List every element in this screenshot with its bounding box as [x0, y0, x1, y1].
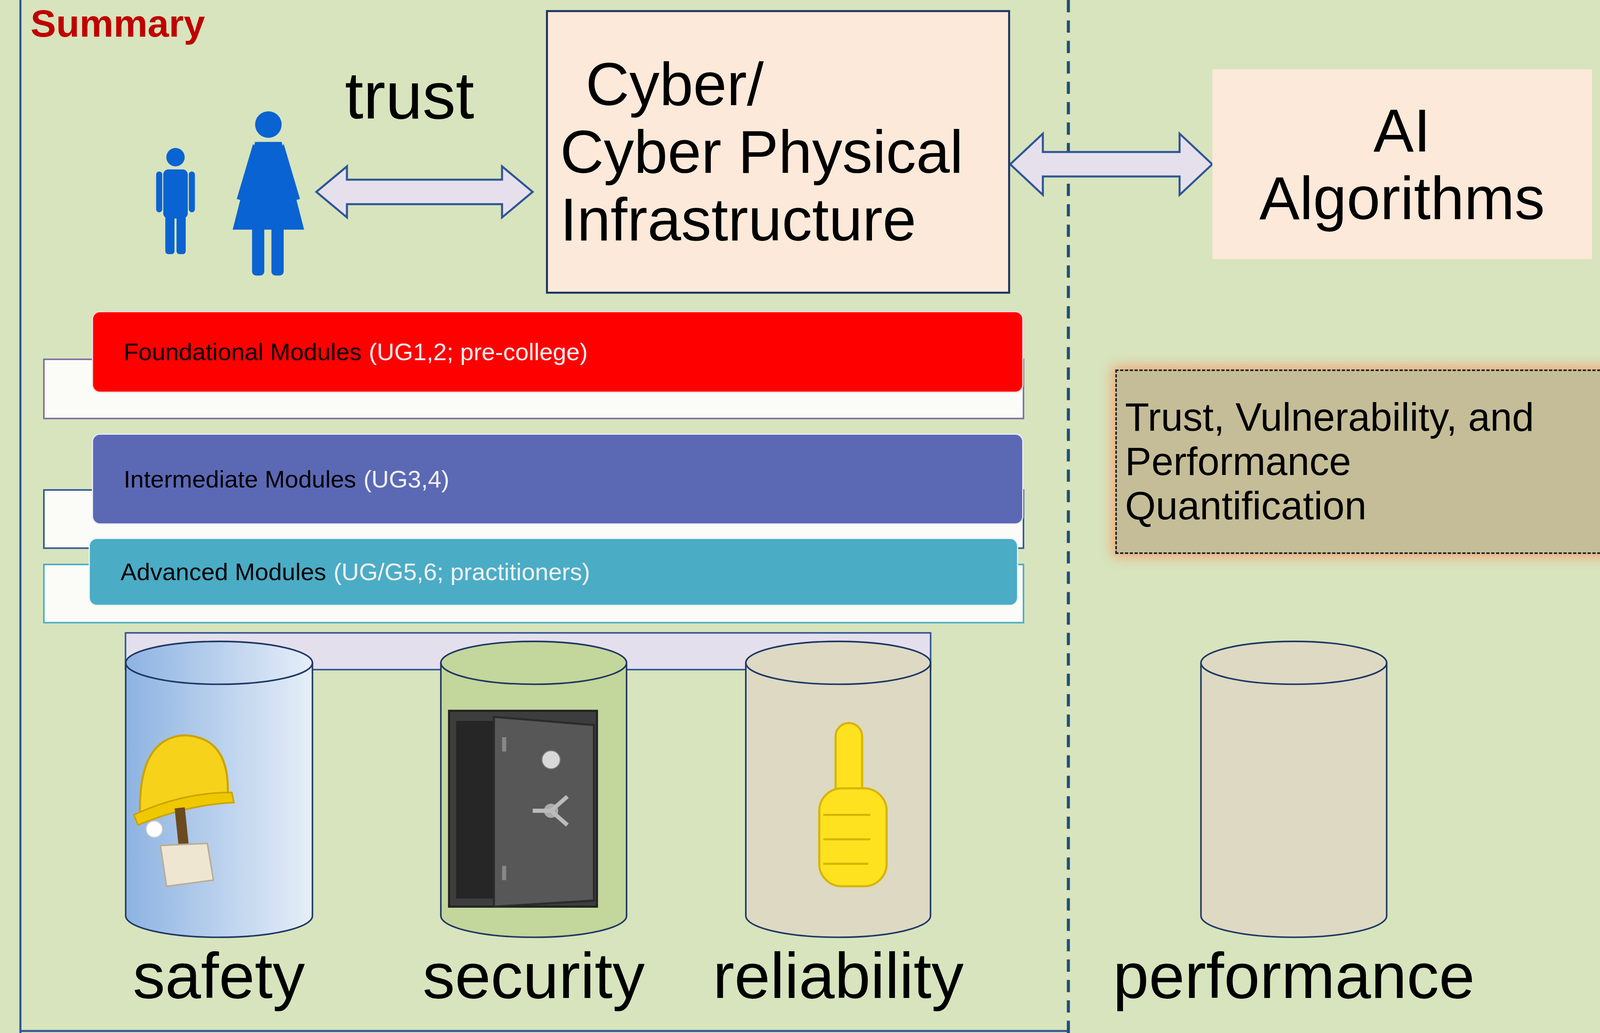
cylinder-body [1201, 641, 1387, 938]
panel-frame [20, 0, 1069, 1033]
cylinder-top [440, 641, 627, 685]
box-label: AI Algorithms [1259, 96, 1545, 233]
person-icons-part [155, 171, 162, 213]
module-band: Advanced Modules(UG/G5,6; practitioners) [88, 537, 1019, 607]
pillar-icon-part [551, 796, 568, 811]
cylinder-body [125, 641, 313, 938]
trust-arrow-part [316, 166, 533, 218]
text-line: Infrastructure [560, 185, 917, 254]
module-band: Intermediate Modules(UG3,4) [91, 433, 1024, 525]
text-line: Trust, Vulnerability, and [1124, 395, 1534, 440]
cylinder-shape [708, 640, 968, 941]
module-band: Foundational Modules(UG1,2; pre-college) [91, 311, 1024, 393]
module-backing [43, 359, 1024, 623]
panel-frame-part [20, 1029, 1068, 1032]
pillar-label: safety [123, 940, 315, 1012]
pillar-icon-part [541, 750, 561, 770]
safety-pillar: safety [123, 640, 315, 1012]
text-line: Quantification [1124, 483, 1367, 529]
text-line: Cyber Physical [560, 118, 963, 186]
box-label: Cyber/ Cyber Physical Infrastructure [560, 50, 963, 254]
module-name: Advanced Modules [120, 558, 326, 586]
text-line: Cyber/ [560, 50, 764, 119]
cylinder-shape [418, 640, 649, 941]
box-label: Trust, Vulnerability, and Performance Qu… [1124, 395, 1534, 528]
pillar-icon-part [532, 809, 552, 814]
cylinder-shape [1108, 640, 1479, 941]
reliability-pillar: reliability [708, 640, 968, 1012]
module-name: Intermediate Modules [123, 465, 357, 494]
security-pillar: security [418, 640, 649, 1012]
pillar-icon-part [160, 843, 214, 887]
module-name: Foundational Modules [123, 338, 362, 366]
pillar-label: reliability [708, 940, 968, 1012]
pillar-icon-part [823, 815, 871, 865]
cylinder-top [125, 641, 313, 685]
cylinder-body [440, 641, 627, 938]
pillar-icon [448, 711, 597, 907]
cylinder-side [125, 663, 313, 938]
pillar-icon-part [502, 866, 507, 881]
pillar-icon-part [551, 811, 568, 826]
text-line: Performance [1124, 439, 1351, 484]
pillar-label: performance [1108, 940, 1479, 1012]
person-icons-part [165, 209, 175, 254]
panel-frame-part [19, 0, 22, 1033]
person-icons [155, 111, 304, 276]
person-icons-part [277, 143, 301, 202]
pillar-icon-part [502, 737, 507, 752]
text-line: Algorithms [1259, 164, 1545, 233]
module-level: (UG3,4) [363, 465, 450, 494]
relation-label: trust [344, 59, 475, 133]
person-icons-part [166, 147, 185, 167]
module-level: (UG1,2; pre-college) [368, 338, 588, 366]
person-icons-part [271, 224, 284, 276]
cylinder-side [745, 663, 931, 938]
module-level: (UG/G5,6; practitioners) [333, 558, 591, 586]
person-icons-part [188, 171, 196, 213]
cylinder-side [440, 663, 627, 938]
pillar-icon-part [819, 788, 887, 887]
double-arrow [1010, 133, 1212, 196]
concept-box: Trust, Vulnerability, and Performance Qu… [1115, 369, 1600, 555]
pillar-icon [133, 735, 234, 887]
cylinder-side [1201, 663, 1387, 938]
cylinder-body [745, 641, 931, 938]
pillar-icon [819, 723, 887, 887]
person-icons-part [236, 143, 260, 202]
panel-title: Summary [26, 1, 210, 46]
concept-box: AI Algorithms [1212, 69, 1592, 260]
person-icons-part [252, 224, 265, 276]
text-line: AI [1373, 96, 1431, 165]
pillar-icon-part [456, 721, 495, 899]
pillar-label: security [418, 940, 649, 1012]
person-icons-part [255, 111, 282, 138]
pillar-icon-part [448, 711, 597, 907]
pillar-icon-part [493, 717, 594, 907]
person-icons-part [176, 209, 186, 254]
person-icons-part [232, 141, 304, 230]
concept-box: Cyber/ Cyber Physical Infrastructure [545, 10, 1011, 294]
trust-arrow [316, 166, 533, 218]
pillar-icon-part [145, 821, 163, 838]
cylinder-shape [123, 640, 315, 941]
cylinder-top [745, 641, 931, 685]
performance-pillar: performance [1108, 640, 1479, 1012]
cylinder-top [1201, 641, 1387, 685]
